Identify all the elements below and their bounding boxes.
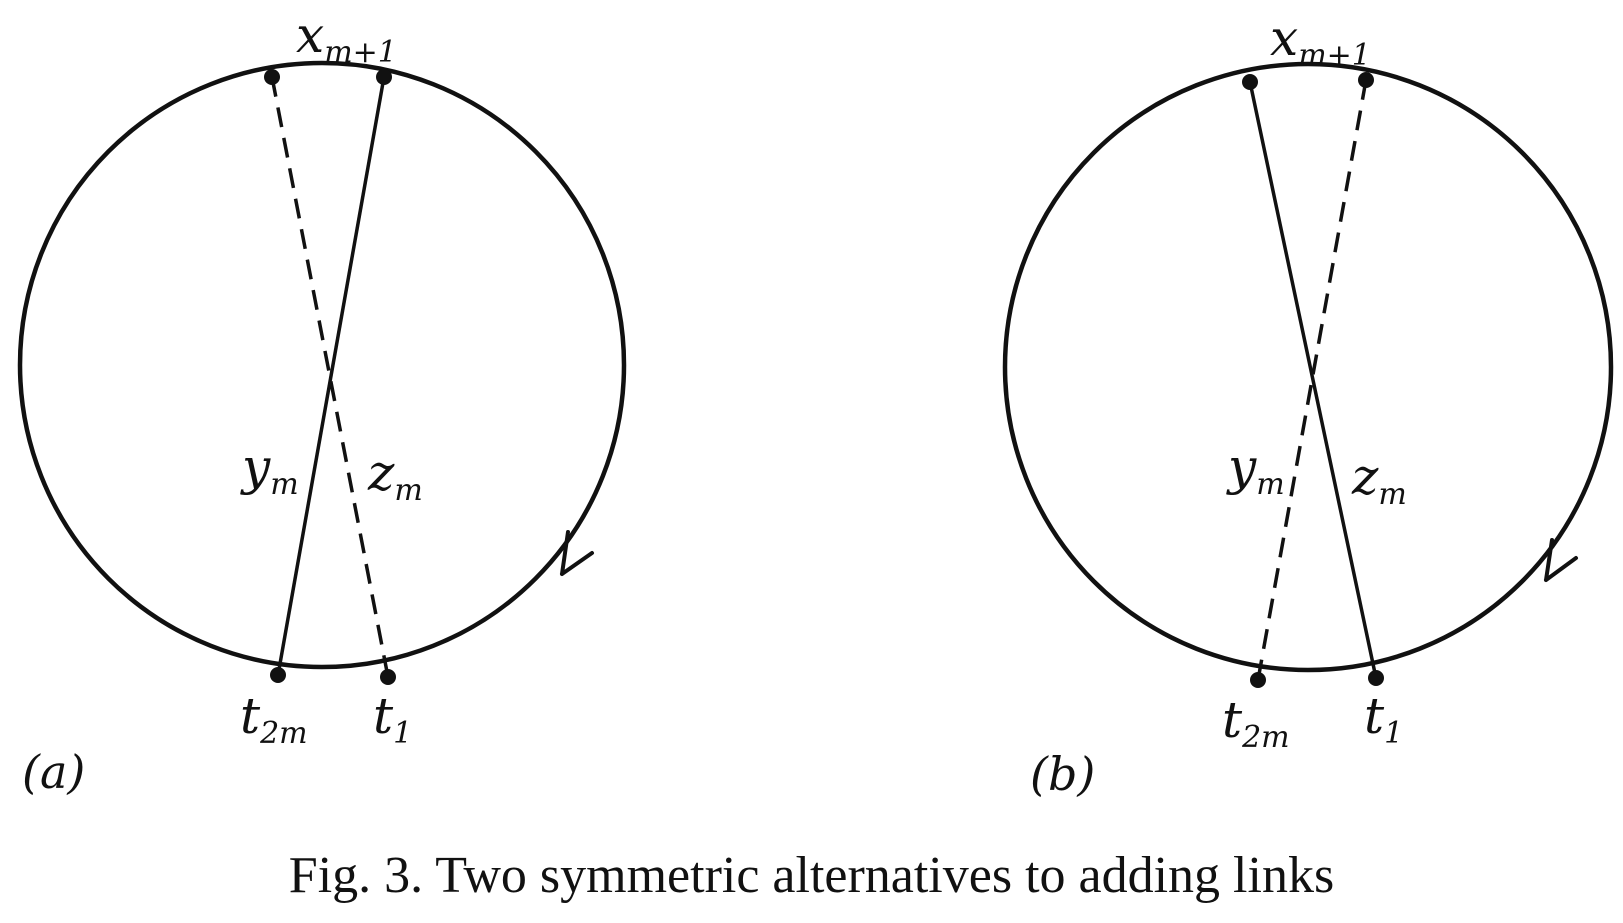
panel-b-label-t-2m: t2m <box>1222 691 1290 755</box>
panel-a-dashed-chord <box>270 76 390 678</box>
panel-b: xm+1 ym zm t2m t1 (b) <box>1002 9 1614 801</box>
panel-b-label-z-m: zm <box>1351 448 1407 512</box>
panel-b-direction-arrow-icon <box>1544 538 1578 582</box>
panel-b-dashed-chord <box>1256 79 1368 681</box>
panel-a-node-t-1 <box>380 669 396 685</box>
panel-a: xm+1 ym zm t2m t1 (a) <box>17 6 627 799</box>
panel-a-label: (a) <box>22 745 85 799</box>
panel-a-label-t-1: t1 <box>373 687 412 751</box>
panel-b-solid-chord <box>1248 81 1378 679</box>
panel-a-label-t-2m: t2m <box>240 687 308 751</box>
panel-a-direction-arrow-icon <box>560 530 594 576</box>
panel-b-label: (b) <box>1030 747 1095 801</box>
panel-a-node-top-left <box>264 69 280 85</box>
panel-a-label-y-m: ym <box>240 438 299 502</box>
panel-b-node-top-left <box>1242 74 1258 90</box>
panel-a-solid-chord <box>276 76 386 676</box>
panel-b-label-t-1: t1 <box>1364 687 1403 751</box>
panel-a-circle <box>17 60 627 670</box>
panel-a-label-x-m-plus-1: xm+1 <box>296 6 397 70</box>
panel-b-node-t-2m <box>1250 672 1266 688</box>
panel-b-label-x-m-plus-1: xm+1 <box>1270 9 1371 73</box>
panel-b-label-y-m: ym <box>1226 438 1285 502</box>
figure-caption: Fig. 3. Two symmetric alternatives to ad… <box>288 847 1335 904</box>
panel-b-node-x-m-plus-1 <box>1358 72 1374 88</box>
panel-a-node-x-m-plus-1 <box>376 69 392 85</box>
panel-b-circle <box>1002 61 1614 673</box>
panel-a-label-z-m: zm <box>367 444 423 508</box>
panel-a-node-t-2m <box>270 667 286 683</box>
panel-b-node-t-1 <box>1368 670 1384 686</box>
